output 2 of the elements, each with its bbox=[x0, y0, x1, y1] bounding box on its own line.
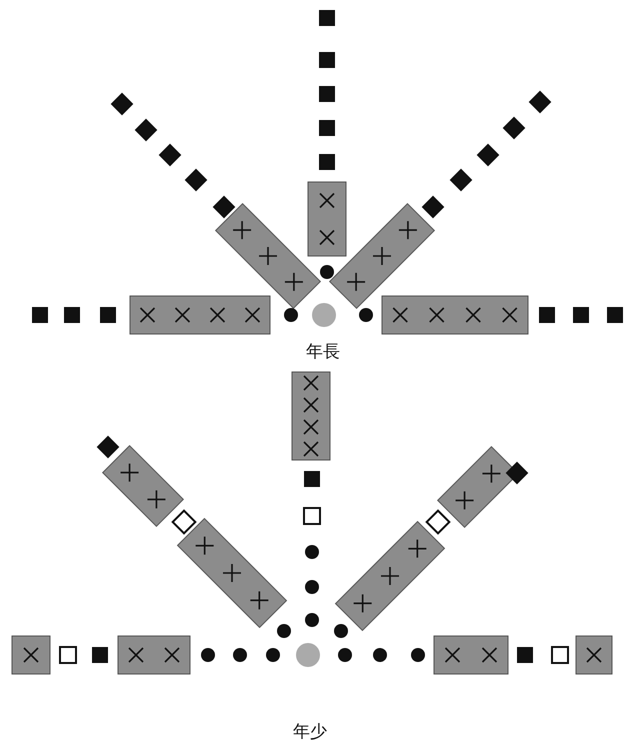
figure-label: 年長 bbox=[306, 341, 340, 363]
figure-label: 年少 bbox=[293, 721, 327, 743]
